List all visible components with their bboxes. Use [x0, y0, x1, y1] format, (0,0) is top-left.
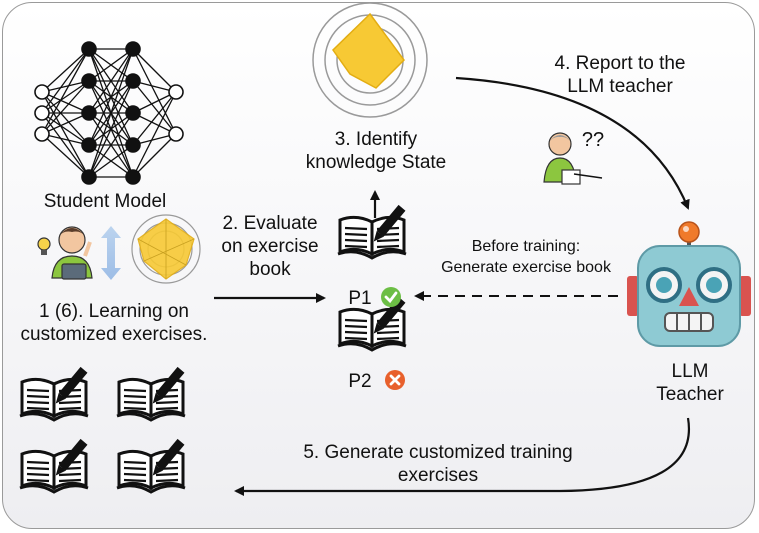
report-arrow: [455, 76, 690, 210]
student-model-label: Student Model: [43, 191, 167, 212]
neural-network-icon: [34, 41, 184, 185]
radar-chart-icon: [312, 2, 428, 118]
check-icon: [381, 287, 401, 307]
p1-label: P1: [348, 288, 372, 309]
generate-arrow: [234, 417, 691, 496]
before-training-label: Before training: Generate exercise book: [441, 238, 611, 276]
exercise-book-icon: [115, 437, 187, 494]
llm-teacher-label: LLM Teacher: [656, 361, 724, 405]
radar-chart-small-icon: [131, 214, 201, 284]
exercise-book-icon: [18, 437, 90, 494]
teacher-icon: [543, 132, 603, 185]
exercise-book-icon: [115, 365, 187, 422]
learning-label: 1 (6). Learning on customized exercises.: [20, 301, 208, 345]
p2-label: P2: [348, 371, 372, 392]
double-arrow-icon: [101, 226, 121, 280]
exercise-book-p1-icon: [336, 203, 408, 260]
student-icon: [37, 226, 93, 280]
robot-icon: [627, 221, 751, 347]
exercise-book-icon: [18, 365, 90, 422]
cross-icon: [385, 370, 405, 390]
exercise-book-grid: [18, 365, 187, 494]
generate-label: 5. Generate customized training exercise…: [303, 442, 573, 486]
question-marks: ??: [581, 129, 605, 151]
identify-label: 3. Identify knowledge State: [305, 129, 447, 173]
report-label: 4. Report to the LLM teacher: [554, 53, 686, 97]
evaluate-label: 2. Evaluate on exercise book: [221, 213, 319, 280]
